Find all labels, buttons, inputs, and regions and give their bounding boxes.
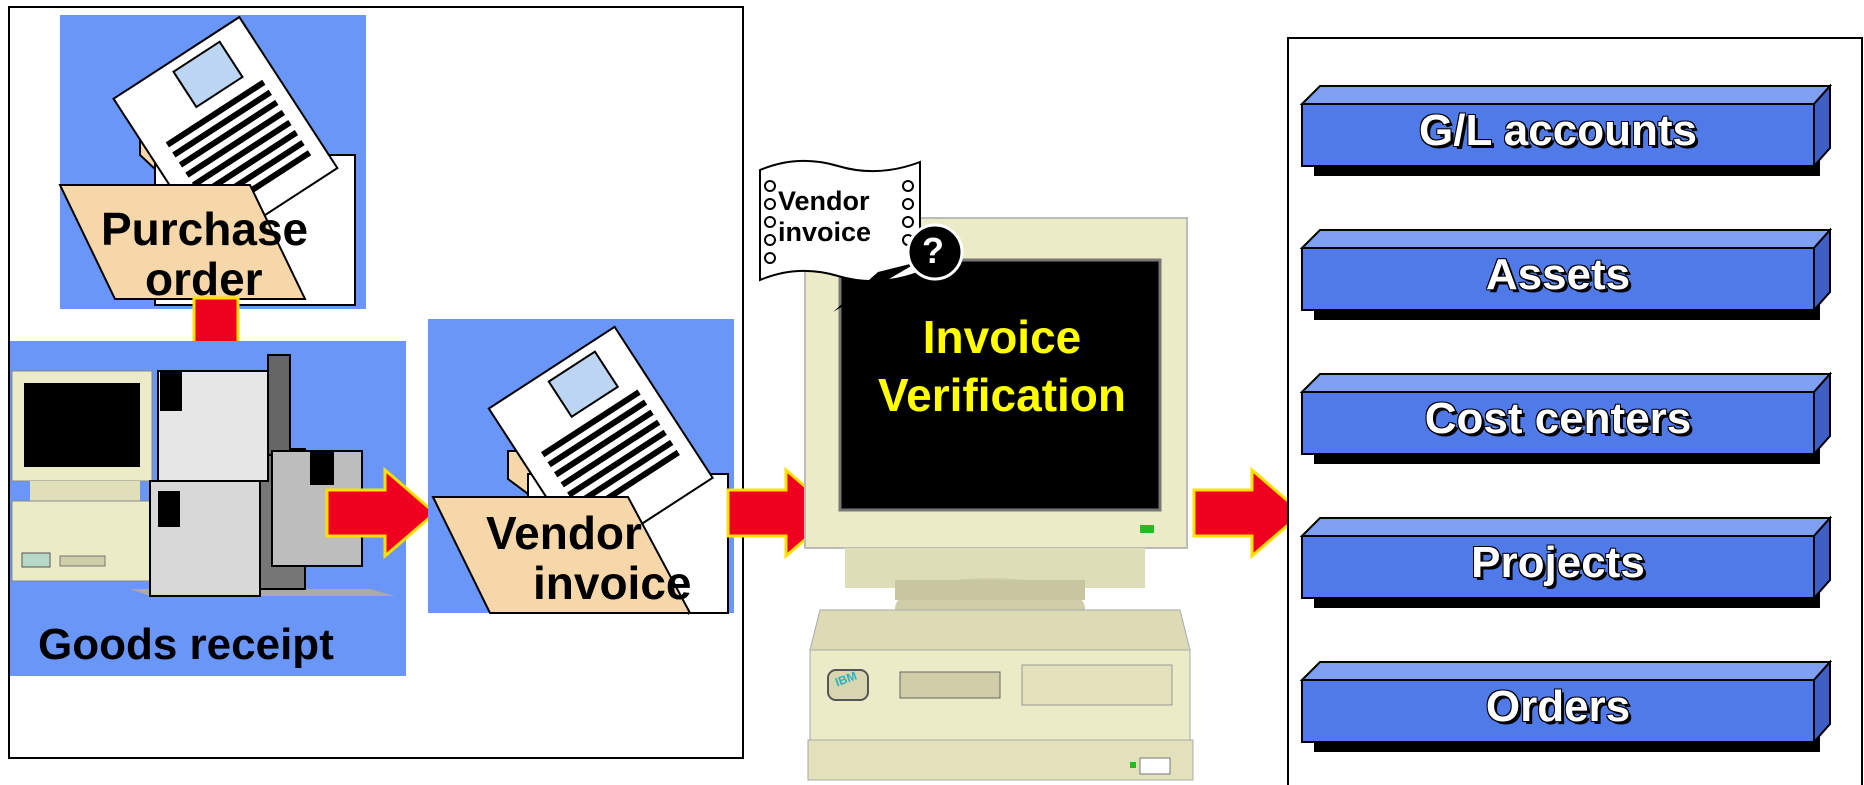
vendor-invoice-label-line1: Vendor bbox=[486, 507, 642, 559]
posting-label: Orders bbox=[1485, 682, 1631, 731]
purchase-order-illustration bbox=[58, 15, 356, 306]
monitor-text-line2: Verification bbox=[878, 369, 1126, 421]
posting-bar-3: Projects bbox=[1299, 515, 1842, 618]
right-arrow-icon bbox=[1192, 466, 1305, 560]
posting-label: Cost centers bbox=[1424, 394, 1692, 443]
posting-bar-2: Cost centers bbox=[1299, 371, 1842, 474]
question-mark-icon: ? bbox=[922, 230, 944, 271]
paper-note-line2: invoice bbox=[778, 217, 872, 247]
monitor-text-line1: Invoice bbox=[922, 311, 1082, 363]
right-arrow-icon bbox=[325, 466, 438, 560]
goods-receipt-label: Goods receipt bbox=[38, 620, 334, 669]
posting-label: Projects bbox=[1471, 538, 1645, 587]
posting-label: Assets bbox=[1485, 250, 1631, 299]
vendor-invoice-label-line2: invoice bbox=[533, 557, 692, 609]
posting-bar-0: G/L accounts bbox=[1299, 83, 1842, 186]
vendor-invoice-illustration bbox=[431, 325, 729, 615]
posting-label: G/L accounts bbox=[1419, 106, 1697, 155]
vendor-invoice-paper-icon bbox=[759, 159, 964, 312]
paper-note-line1: Vendor bbox=[778, 186, 870, 216]
purchase-order-label-line1: Purchase bbox=[101, 203, 309, 255]
posting-bar-1: Assets bbox=[1299, 227, 1842, 330]
purchase-order-label-line2: order bbox=[145, 253, 263, 305]
computer-illustration bbox=[800, 217, 1194, 781]
posting-bar-4: Orders bbox=[1299, 659, 1842, 762]
goods-receipt-illustration bbox=[11, 354, 395, 597]
